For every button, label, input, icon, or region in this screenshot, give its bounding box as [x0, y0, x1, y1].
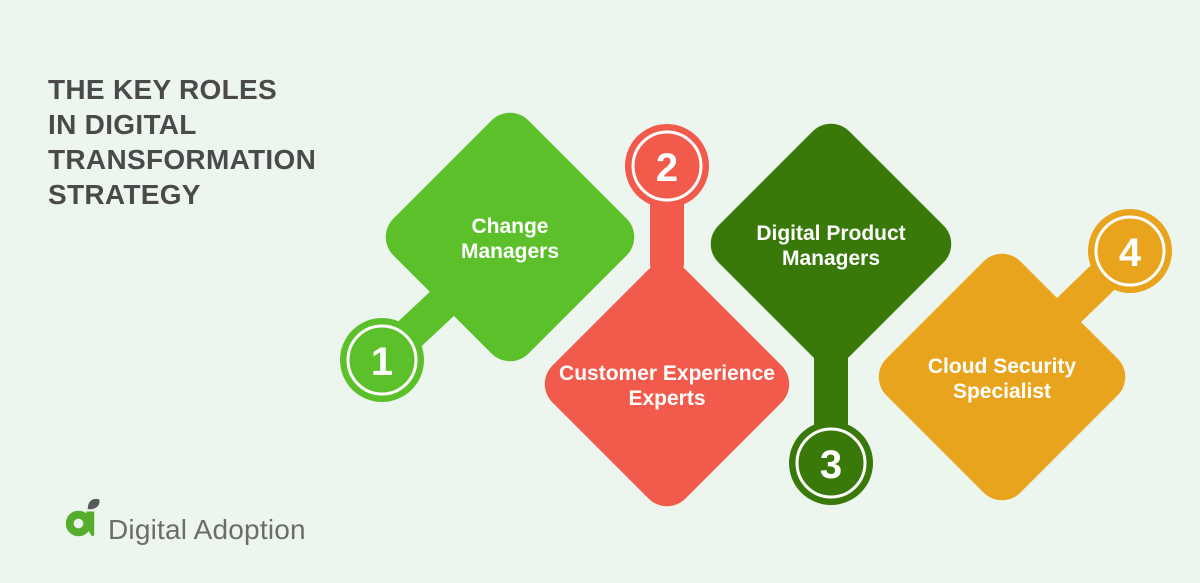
title-line-4: STRATEGY — [48, 179, 201, 210]
title-line-1: THE KEY ROLES — [48, 74, 277, 105]
role-label-line: Digital Product — [756, 222, 905, 245]
logo-leaf — [87, 498, 100, 510]
role-label-line: Managers — [461, 240, 559, 263]
role-number-2: 2 — [656, 146, 678, 190]
role-label-line: Managers — [782, 247, 880, 270]
digital-adoption-logo-icon — [66, 498, 100, 537]
role-label-line: Cloud Security — [928, 355, 1077, 378]
role-badge-ring-1 — [346, 324, 418, 396]
role-label-line: Specialist — [953, 380, 1051, 403]
role-label-line: Customer Experience — [559, 362, 775, 385]
role-badge-2 — [625, 124, 709, 208]
role-badge-ring-4 — [1094, 215, 1166, 287]
role-number-4: 4 — [1119, 231, 1142, 275]
logo-text: Digital Adoption — [108, 514, 306, 545]
role-diamond-1 — [385, 112, 635, 362]
title-line-2: IN DIGITAL — [48, 109, 197, 140]
role-diamond-3 — [710, 123, 952, 365]
role-label-line: Change — [471, 215, 548, 238]
page-title: THE KEY ROLES IN DIGITAL TRANSFORMATION … — [48, 72, 316, 212]
role-badge-ring-3 — [795, 427, 867, 499]
title-line-3: TRANSFORMATION — [48, 144, 317, 175]
role-badge-4 — [1088, 209, 1172, 293]
role-diamond-4 — [878, 253, 1126, 501]
role-badge-1 — [340, 318, 424, 402]
role-badge-3 — [789, 421, 873, 505]
role-number-1: 1 — [371, 340, 393, 384]
digital-adoption-logo: Digital Adoption — [66, 496, 306, 544]
role-number-3: 3 — [820, 443, 842, 487]
logo-a-bowl — [66, 510, 92, 537]
role-badge-ring-2 — [631, 130, 703, 202]
role-label-line: Experts — [628, 387, 705, 410]
role-diamond-2 — [544, 261, 790, 507]
logo-a-stem — [86, 511, 95, 537]
